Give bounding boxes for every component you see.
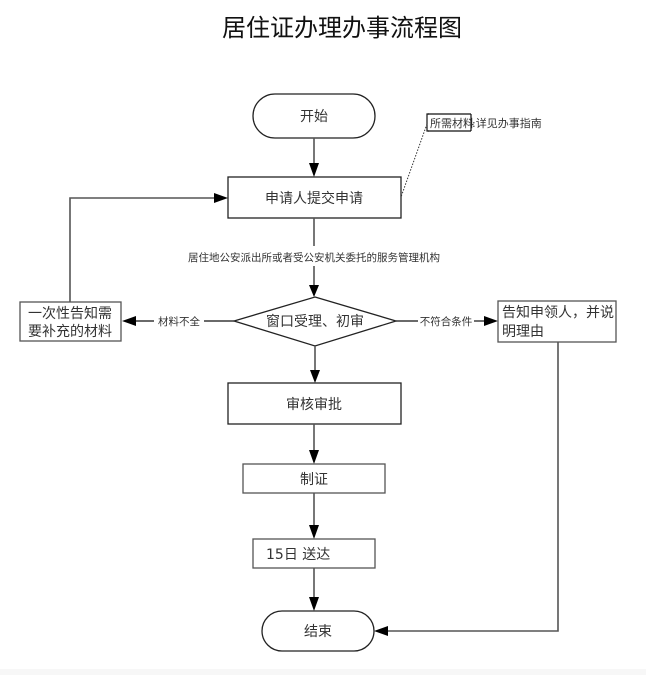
deliver-shape [252,538,376,569]
annotation-label: 所需材料 [430,116,474,130]
end-label: 结束 [304,624,332,640]
arrowhead-icon [484,316,498,326]
arrowhead-icon [310,370,320,383]
arrowhead-icon [122,316,136,326]
footer-band [0,669,646,675]
notify-shape [497,300,617,343]
annotation-bracket [426,113,429,132]
notify-label-line1: 告知申领人，并说 [502,304,614,321]
edge-notify-end [386,342,559,632]
end-node[interactable]: 结束 [261,610,375,652]
supplement-node[interactable]: 一次性告知需 要补充的材料 [19,301,122,342]
start-label: 开始 [300,109,328,125]
page-title: 居住证办理办事流程图 [222,14,462,42]
notify-node[interactable]: 告知申领人，并说 明理由 [497,300,617,343]
annotation-connector [400,123,428,198]
deliver-node[interactable]: 15日 送达 [252,538,376,569]
supplement-label-line2: 要补充的材料 [28,324,112,340]
approve-label: 审核审批 [286,397,342,413]
end-shape [261,610,375,652]
arrowhead-icon [309,525,319,539]
make-node[interactable]: 制证 [242,463,386,494]
arrowhead-icon [309,163,319,177]
edge-label-incomplete: 材料不全 [158,315,200,328]
arrowhead-icon [214,193,228,203]
supplement-label-line1: 一次性告知需 [28,305,112,322]
notify-label-line2: 明理由 [502,324,544,340]
edge-label-agency: 居住地公安派出所或者受公安机关委托的服务管理机构 [188,251,440,264]
deliver-label: 15日 送达 [266,547,330,563]
make-label: 制证 [300,472,328,488]
edge-supplement-submit [69,197,216,302]
submit-shape [227,176,402,219]
edge-label-not-eligible: 不符合条件 [420,315,473,328]
review-decision-node[interactable]: 窗口受理、初审 [231,296,399,347]
arrowhead-icon [309,285,319,297]
approve-node[interactable]: 审核审批 [227,382,402,425]
arrowhead-icon [374,626,388,636]
arrowhead-icon [309,450,319,464]
submit-node[interactable]: 申请人提交申请 [227,176,402,219]
annotation-materials: 所需材料 :详见办事指南 [400,113,542,198]
submit-label: 申请人提交申请 [265,190,363,207]
arrowhead-icon [309,597,319,611]
start-node[interactable]: 开始 [252,93,376,139]
review-label: 窗口受理、初审 [266,313,364,330]
annotation-text: :详见办事指南 [472,116,542,130]
